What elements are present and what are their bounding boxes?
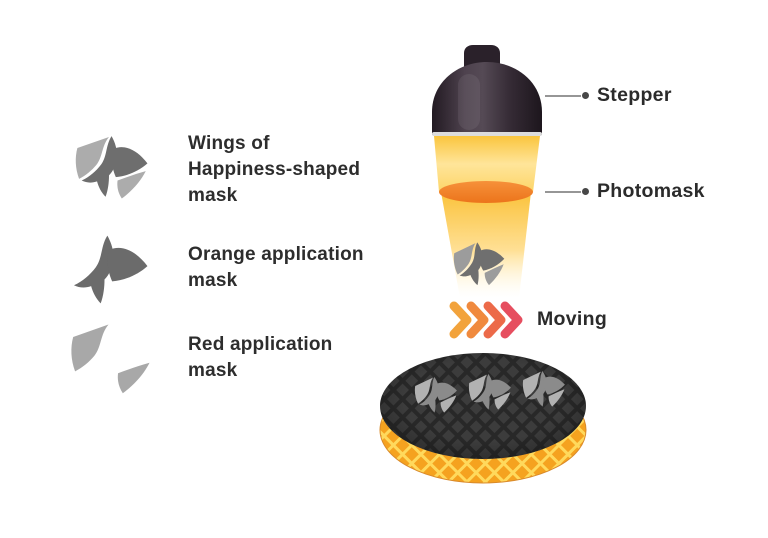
- stepper-neck: [464, 45, 500, 67]
- stepper-label: Stepper: [597, 84, 672, 106]
- red-mask-label-line2: mask: [188, 360, 238, 381]
- orange-mask-label-line2: mask: [188, 270, 238, 291]
- red-mask-label-line1: Red application: [188, 334, 333, 355]
- stepper-connector-line: [545, 94, 581, 97]
- wafer-figure: [379, 353, 587, 484]
- wings-of-happiness-mask-icon: [75, 136, 148, 199]
- orange-mask-label: Orange application mask: [188, 242, 364, 294]
- stepper-rim: [432, 132, 542, 136]
- chevron-right-icon: [500, 301, 523, 339]
- wings-mask-label-line2: Happiness-shaped: [188, 159, 361, 180]
- photomask-connector-dot: [582, 188, 589, 195]
- chevron-right-icon: [483, 301, 506, 339]
- stepper-figure: [432, 45, 542, 298]
- orange-application-mask-icon: [67, 235, 148, 306]
- photomask-connector-line: [545, 190, 581, 193]
- light-beam-cone: [441, 192, 531, 298]
- light-beam-upper: [434, 136, 540, 192]
- stepper-connector-dot: [582, 92, 589, 99]
- wafer-top-shade: [380, 353, 586, 459]
- chevron-right-icon: [449, 301, 472, 339]
- chevron-right-icon: [466, 301, 489, 339]
- moving-label: Moving: [537, 308, 608, 330]
- photomask-ellipse: [439, 181, 533, 203]
- photomask-label: Photomask: [597, 180, 705, 202]
- stepper-callout: [545, 92, 589, 99]
- moving-chevrons-icon: [449, 301, 523, 339]
- stepper-highlight: [458, 74, 480, 130]
- stepper-bulb: [432, 62, 542, 135]
- orange-mask-label-line1: Orange application: [188, 244, 364, 265]
- wings-mask-label-line3: mask: [188, 185, 238, 206]
- wings-mask-label: Wings of Happiness-shaped mask: [188, 131, 360, 209]
- red-application-mask-icon: [71, 323, 152, 394]
- photomask-callout: [545, 188, 589, 195]
- red-mask-label: Red application mask: [188, 332, 332, 384]
- wings-mask-label-line1: Wings of: [188, 133, 270, 154]
